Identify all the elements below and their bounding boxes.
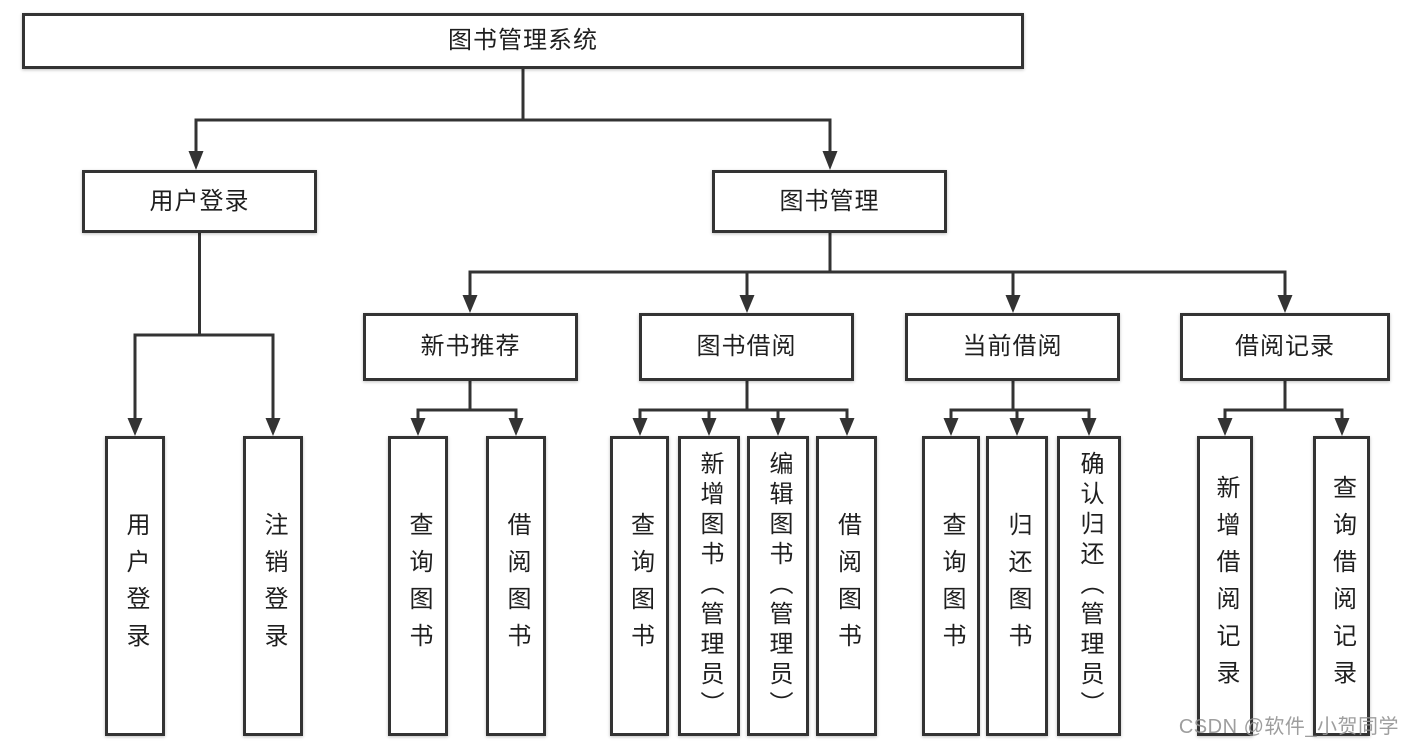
- leaf-query-books-current: 查询图书: [922, 436, 980, 736]
- leaf-borrow-books-recommend-label: 借阅图书: [503, 512, 530, 660]
- node-book-management: 图书管理: [712, 170, 947, 233]
- node-book-borrow-label: 图书借阅: [696, 333, 797, 360]
- leaf-user-login-label: 用户登录: [122, 512, 149, 660]
- node-book-management-label: 图书管理: [779, 187, 880, 215]
- leaf-borrow-books-recommend: 借阅图书: [486, 436, 546, 736]
- node-root-label: 图书管理系统: [448, 27, 598, 54]
- leaf-add-borrow-record: 新增借阅记录: [1197, 436, 1253, 736]
- leaf-confirm-return-admin-label: 确认归还（管理员）: [1076, 451, 1103, 721]
- leaf-borrow-books-label: 借阅图书: [833, 512, 861, 660]
- leaf-edit-book-admin-label: 编辑图书（管理员）: [765, 451, 792, 721]
- node-new-book-recommend-label: 新书推荐: [420, 333, 521, 360]
- node-root: 图书管理系统: [22, 13, 1024, 69]
- leaf-user-login: 用户登录: [105, 436, 165, 736]
- watermark: CSDN @软件_小贺同学: [1178, 716, 1399, 738]
- leaf-logout-login: 注销登录: [243, 436, 303, 736]
- leaf-logout-login-label: 注销登录: [260, 512, 287, 660]
- leaf-query-books-recommend: 查询图书: [388, 436, 448, 736]
- node-borrow-record-label: 借阅记录: [1235, 333, 1335, 360]
- leaf-add-borrow-record-label: 新增借阅记录: [1212, 475, 1239, 697]
- leaf-confirm-return-admin: 确认归还（管理员）: [1057, 436, 1121, 736]
- leaf-add-book-admin: 新增图书（管理员）: [678, 436, 740, 736]
- node-user-login: 用户登录: [82, 170, 317, 233]
- node-user-login-label: 用户登录: [149, 187, 250, 215]
- leaf-query-books-current-label: 查询图书: [938, 512, 965, 660]
- node-current-borrow: 当前借阅: [905, 313, 1120, 381]
- node-new-book-recommend: 新书推荐: [363, 313, 578, 381]
- leaf-query-borrow-record-label: 查询借阅记录: [1328, 475, 1356, 697]
- leaf-query-books-borrow: 查询图书: [610, 436, 669, 736]
- leaf-add-book-admin-label: 新增图书（管理员）: [696, 451, 723, 721]
- leaf-query-books-borrow-label: 查询图书: [626, 512, 654, 660]
- leaf-edit-book-admin: 编辑图书（管理员）: [747, 436, 809, 736]
- arrowheads: [127, 151, 1350, 436]
- node-current-borrow-label: 当前借阅: [962, 333, 1063, 360]
- leaf-query-books-recommend-label: 查询图书: [405, 512, 432, 660]
- leaf-return-book: 归还图书: [986, 436, 1048, 736]
- leaf-return-book-label: 归还图书: [1004, 512, 1031, 660]
- leaf-query-borrow-record: 查询借阅记录: [1313, 436, 1370, 736]
- node-book-borrow: 图书借阅: [639, 313, 854, 381]
- leaf-borrow-books: 借阅图书: [816, 436, 877, 736]
- node-borrow-record: 借阅记录: [1180, 313, 1390, 381]
